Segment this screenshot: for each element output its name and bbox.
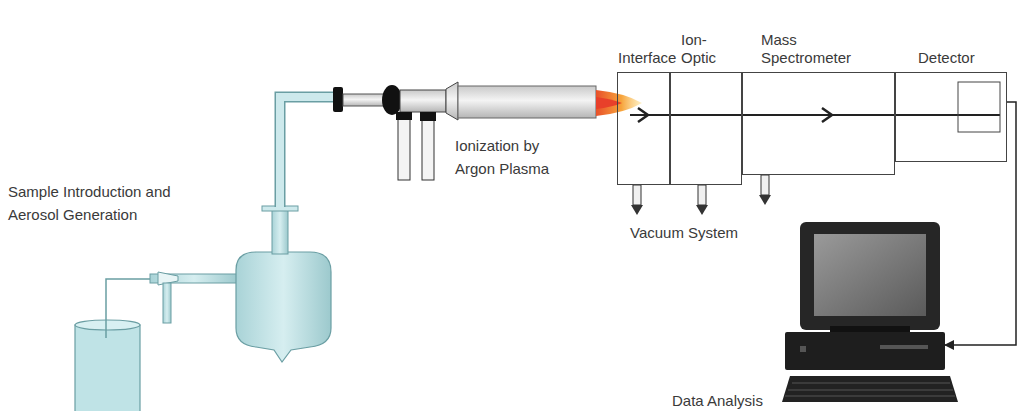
component-title: Ion-Optic <box>681 31 727 67</box>
component-title: Mass Spectrometer <box>761 31 871 67</box>
detector-box: Detector <box>895 72 1007 162</box>
ion-optic-box: Ion-Optic <box>670 72 742 185</box>
section-label: Sample Introduction and Aerosol Generati… <box>8 180 193 226</box>
mass-spectrometer-box: Mass Spectrometer <box>742 72 895 175</box>
section-label: Ionization by Argon Plasma <box>455 134 567 180</box>
computer: Data Analysis <box>780 222 945 372</box>
component-title: Detector <box>918 49 1018 67</box>
component-title: Data Analysis <box>672 392 763 410</box>
section-label: Vacuum System <box>630 221 790 244</box>
interface-box: Interface <box>617 72 670 185</box>
signal-connector <box>945 102 1016 345</box>
